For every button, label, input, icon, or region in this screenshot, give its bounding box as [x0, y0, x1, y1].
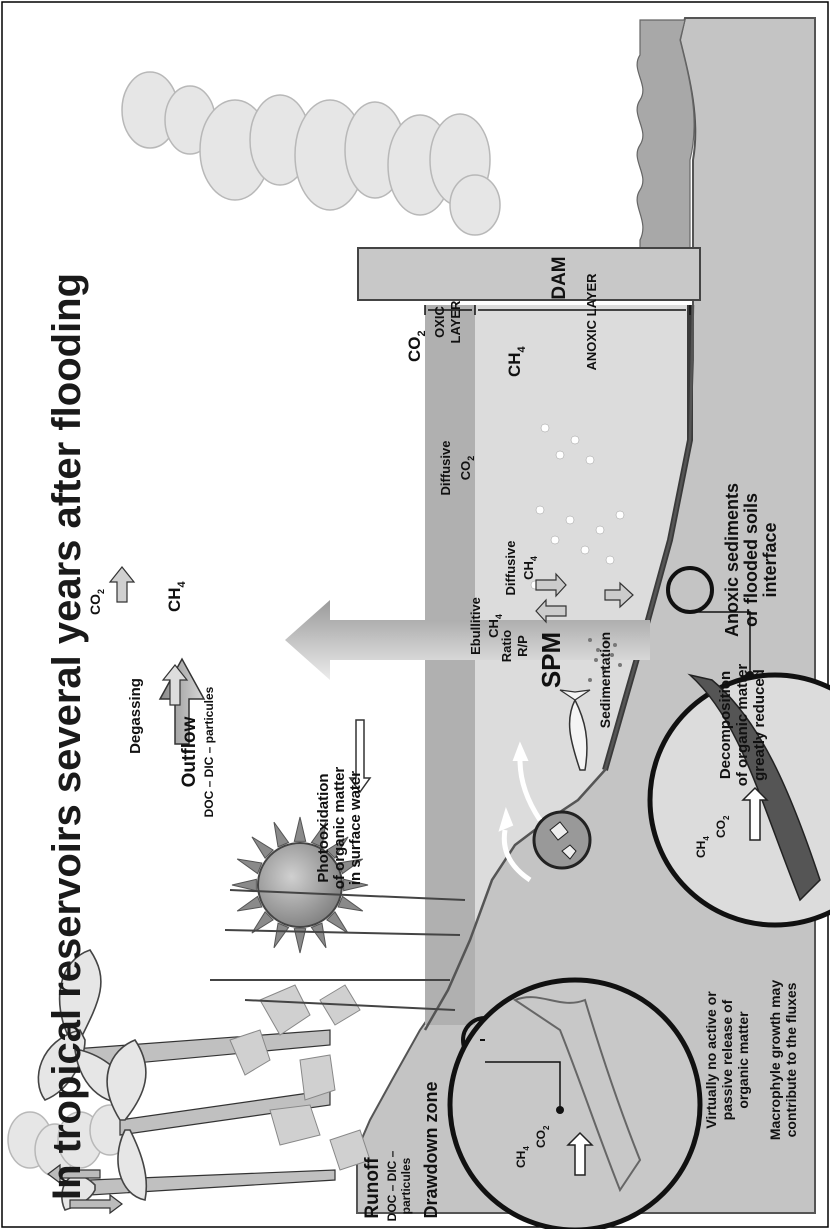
- ratio-label-1: Ratio: [499, 630, 514, 663]
- virtually-1: Virtually no active or: [703, 991, 719, 1129]
- macrophyte-2: contribute to the fluxes: [783, 982, 799, 1137]
- anoxic-sediments-2: or flooded soils: [741, 493, 761, 627]
- runoff-label: Runoff: [362, 1157, 383, 1219]
- decomposition-1: Decomposition: [717, 671, 734, 779]
- diffusive-ch4-label: Diffusive: [503, 541, 518, 596]
- photooxidation-label-3: in surface water: [347, 771, 364, 885]
- anoxic-layer-label: ANOXIC LAYER: [584, 273, 599, 371]
- runoff-sub-2: particules: [399, 1157, 413, 1214]
- oxic-layer-label-2: LAYER: [448, 300, 463, 343]
- photooxidation-label-1: Photooxidation: [315, 773, 332, 882]
- drawdown-label: Drawdown zone: [421, 1081, 441, 1218]
- ratio-label-2: R/P: [515, 635, 530, 657]
- runoff-sub-1: DOC – DIC –: [385, 1150, 399, 1221]
- dam: [358, 248, 700, 300]
- degassing-label: Degassing: [127, 678, 144, 754]
- spm-label: SPM: [536, 632, 566, 688]
- decomposition-2: of organic matter: [734, 664, 751, 787]
- page-title: In tropical reservoirs several years aft…: [45, 273, 89, 1200]
- decomposition-3: greatly reduced: [751, 669, 768, 781]
- plankton-icon: [534, 812, 590, 868]
- ebullitive-label: Ebullitive: [468, 597, 483, 655]
- macrophyte-1: Macrophyle growth may: [767, 980, 783, 1140]
- photooxidation-label-2: of organic matter: [331, 767, 348, 890]
- diffusive-co2-label: Diffusive: [438, 441, 453, 496]
- anoxic-sediments-1: Anoxic sediments: [722, 483, 742, 637]
- oxic-layer-band: [425, 305, 475, 1025]
- outflow-sub-label: DOC – DIC – particules: [202, 686, 216, 817]
- zoom-circle-drawdown: [450, 980, 700, 1229]
- virtually-3: organic matter: [735, 1011, 751, 1109]
- virtually-2: passive release of: [719, 999, 735, 1120]
- outflow-label: Outflow: [179, 716, 200, 787]
- dam-label: DAM: [549, 256, 570, 299]
- anoxic-sediments-3: interface: [760, 522, 780, 597]
- sedimentation-label: Sedimentation: [597, 632, 613, 728]
